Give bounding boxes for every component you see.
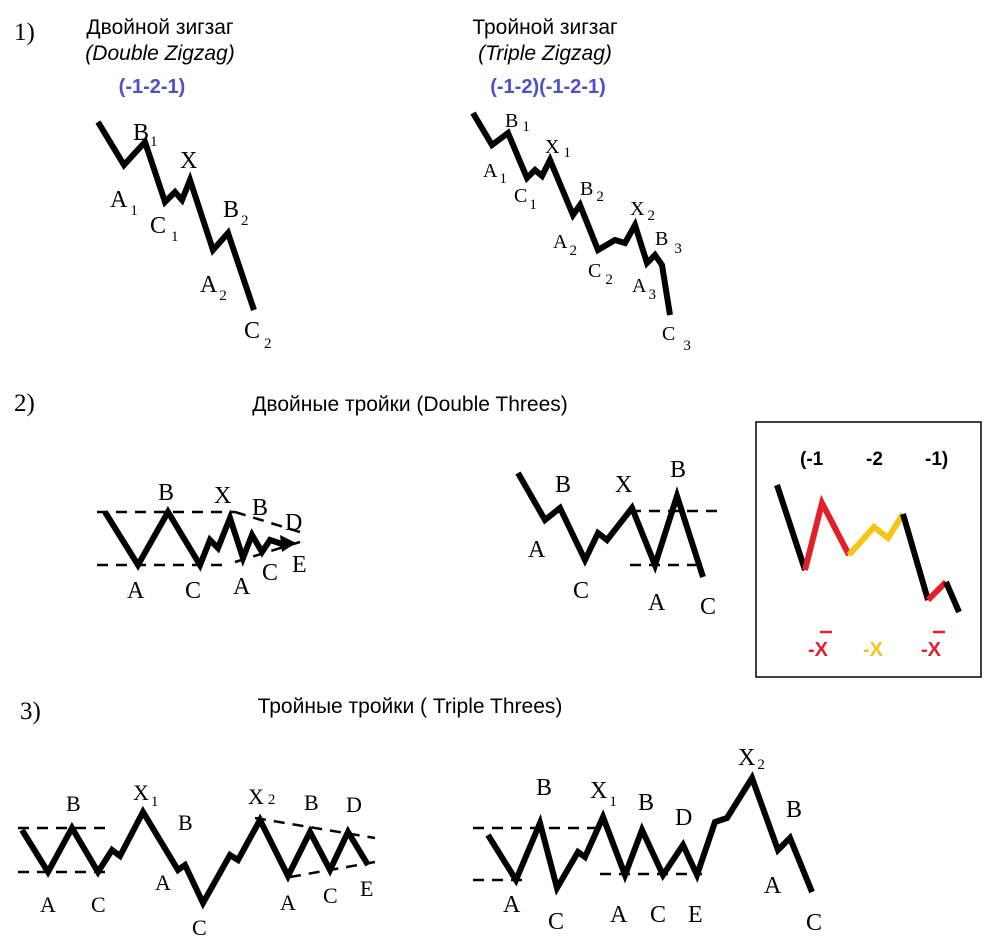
double-threes-wave-middle [515, 471, 706, 578]
legend-wave-black-3 [943, 580, 962, 614]
legend-bottom-1: -X [808, 639, 829, 661]
label-a: A [503, 892, 521, 918]
triple-threes-title: Тройные тройки ( Triple Threes) [258, 695, 563, 718]
label-b: B [555, 472, 571, 498]
double-zigzag-wave [95, 120, 257, 311]
label-c: C [185, 578, 201, 604]
section-2-number: 2) [14, 390, 35, 417]
label-b: B [638, 790, 654, 816]
label-d: D [346, 792, 362, 817]
double-threes-arrowhead [280, 535, 296, 552]
label-a: A [155, 870, 171, 895]
label-c: C [548, 909, 564, 935]
label-x: X [214, 483, 231, 509]
triple-threes-wave-left [19, 805, 371, 910]
triple-zigzag-code: (-1-2)(-1-2-1) [490, 76, 606, 98]
label-c: C [806, 910, 822, 936]
label-e: E [292, 552, 307, 578]
label-c: C [91, 892, 106, 917]
label-c: C [262, 560, 278, 586]
label-a: A [127, 578, 145, 604]
label-b: B [304, 790, 319, 815]
label-a: A [233, 574, 251, 600]
double-zigzag-title-en: (Double Zigzag) [85, 42, 234, 65]
legend-top-3: -1) [925, 449, 948, 470]
label-b: B [178, 810, 193, 835]
double-zigzag-title-ru: Двойной зигзаг [86, 16, 233, 39]
triple-zigzag-title-en: (Triple Zigzag) [478, 42, 612, 65]
legend-bottom-2: -X [863, 639, 884, 661]
label-x: X [615, 472, 632, 498]
label-d: D [675, 805, 692, 831]
section-1-number: 1) [14, 19, 35, 46]
triple-threes-wave-right [485, 771, 815, 896]
label-x: X [180, 148, 197, 174]
label-b: B [252, 495, 268, 521]
label-b: B [158, 480, 174, 506]
label-c3: C3 [662, 323, 691, 354]
double-threes-title: Двойные тройки (Double Threes) [252, 393, 568, 416]
label-a: A [528, 537, 546, 563]
legend-box [755, 421, 982, 678]
triple-threes-upper-converge [254, 816, 376, 840]
double-zigzag-code: (-1-2-1) [119, 76, 186, 98]
label-e: E [688, 902, 703, 928]
label-b: B [786, 797, 802, 823]
triple-zigzag-wave [470, 111, 673, 316]
label-c: C [700, 594, 716, 620]
legend-wave-yellow [846, 512, 906, 557]
legend-top-2: -2 [866, 449, 883, 470]
legend-wave-black-1 [774, 484, 808, 571]
legend-wave-red-1 [802, 494, 852, 571]
label-c: C [573, 578, 589, 604]
label-d: D [285, 510, 302, 536]
label-a: A [280, 890, 296, 915]
label-a: A [610, 902, 628, 928]
label-b: B [536, 775, 552, 801]
label-c: C [192, 915, 207, 940]
label-e: E [360, 876, 373, 901]
section-3-number: 3) [20, 698, 41, 725]
legend-bottom-3: -X [921, 639, 942, 661]
label-b: B [670, 457, 686, 483]
legend-wave-black-2 [900, 513, 931, 601]
label-b: B [66, 791, 81, 816]
label-c: C [650, 902, 666, 928]
label-a: A [648, 590, 666, 616]
triple-zigzag-title-ru: Тройной зигзаг [472, 16, 618, 39]
double-threes-wave-left [102, 506, 286, 572]
label-a: A [40, 892, 56, 917]
legend-wave-red-2 [925, 579, 949, 603]
legend-top-1: (-1 [800, 449, 824, 470]
label-a: A [764, 873, 782, 899]
label-c: C [323, 883, 338, 908]
label-b1: B1 [133, 120, 158, 150]
